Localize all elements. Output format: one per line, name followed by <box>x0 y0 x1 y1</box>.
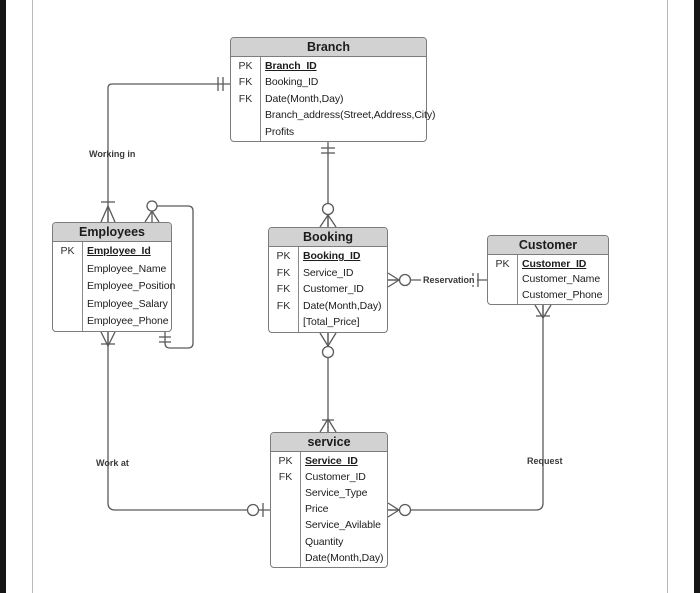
attribute-row: Profits <box>265 125 295 138</box>
page-edge-right <box>667 0 668 593</box>
attribute-row: Quantity <box>305 535 344 548</box>
attribute-row: Date(Month,Day) <box>305 551 384 564</box>
wire-branch-booking <box>319 142 337 228</box>
label-request: Request <box>527 456 563 466</box>
entity-title: service <box>271 433 387 452</box>
wire-work-at <box>100 331 270 517</box>
attribute-row: Customer_Phone <box>522 288 603 301</box>
frame-bar-right <box>694 0 700 593</box>
wire-working-in <box>100 77 230 223</box>
attribute-row: Employee_Phone <box>87 315 169 328</box>
one-and-only-one-icon <box>159 336 171 343</box>
attribute-row: Employee_Name <box>87 262 167 275</box>
one-or-many-icon <box>534 304 552 319</box>
one-and-only-one-icon <box>217 77 224 91</box>
attribute-row: Employee_Salary <box>87 297 168 310</box>
attribute-row: Branch_address(Street,Address,City) <box>265 109 436 122</box>
entity-title: Booking <box>269 228 387 247</box>
one-or-many-icon <box>100 201 116 223</box>
zero-or-one-icon <box>246 503 264 517</box>
attribute-row: Customer_Name <box>522 273 601 286</box>
frame-bar-left <box>0 0 6 593</box>
label-working-in: Working in <box>89 149 136 159</box>
attribute-row: Employee_Position <box>87 280 176 293</box>
label-reservation: Reservation <box>421 275 477 285</box>
entity-title: Employees <box>53 223 171 242</box>
wire-request <box>387 304 552 518</box>
zero-or-many-icon <box>319 202 337 228</box>
attribute-row: [Total_Price] <box>303 316 360 329</box>
entity-title: Branch <box>231 38 426 57</box>
page-edge-left <box>32 0 33 593</box>
one-or-many-icon <box>100 331 116 347</box>
zero-or-many-icon <box>387 502 412 518</box>
attribute-row: Price <box>305 503 329 516</box>
wire-booking-service <box>319 332 337 433</box>
one-or-many-icon <box>319 418 337 433</box>
zero-or-many-icon <box>319 332 337 359</box>
wire-employees-self <box>144 200 194 349</box>
entity-title: Customer <box>488 236 608 255</box>
zero-or-many-icon <box>144 200 160 223</box>
attribute-row: Service_Avilable <box>305 519 381 532</box>
label-work-at: Work at <box>96 458 129 468</box>
one-and-only-one-icon <box>321 147 335 154</box>
attribute-row: Service_Type <box>305 487 368 500</box>
zero-or-many-icon <box>387 272 412 288</box>
